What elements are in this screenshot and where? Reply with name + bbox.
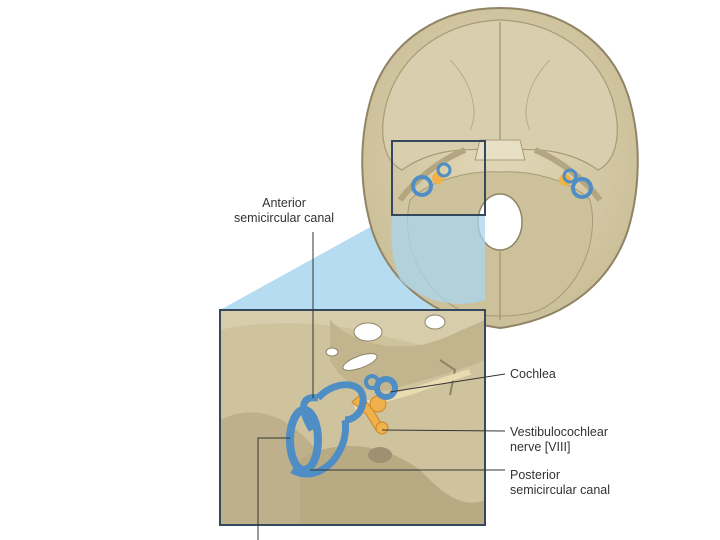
label-vestibulocochlear-nerve: Vestibulocochlear nerve [VIII]	[510, 425, 608, 455]
detail-panel	[220, 310, 485, 525]
skull-base	[361, 6, 639, 330]
label-posterior-line2: semicircular canal	[510, 483, 611, 497]
leader-cochlea	[389, 373, 506, 393]
label-cochlea: Cochlea	[510, 367, 556, 381]
label-anterior-line1: Anterior	[262, 196, 306, 210]
label-anterior-semicircular-canal: Anterior semicircular canal	[222, 196, 346, 226]
label-posterior-line1: Posterior	[510, 468, 561, 482]
highlight-box	[391, 140, 486, 216]
detail-frame	[219, 309, 486, 526]
label-posterior-semicircular-canal: Posterior semicircular canal	[510, 468, 610, 498]
leader-nerve	[381, 429, 506, 432]
label-anterior-line2: semicircular canal	[233, 211, 335, 225]
leader-offscreen	[257, 437, 290, 540]
label-nerve-line2: nerve [VIII]	[510, 440, 571, 454]
label-nerve-line1: Vestibulocochlear	[510, 425, 608, 439]
